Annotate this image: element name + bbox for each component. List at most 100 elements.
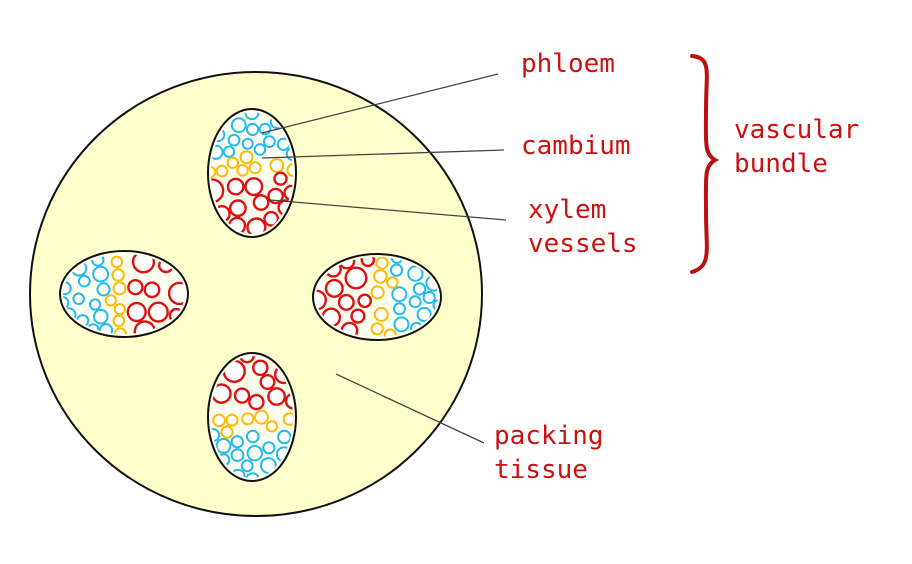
phloem-cell: [393, 316, 410, 333]
cambium-cell: [248, 161, 262, 175]
xylem-cell: [127, 279, 144, 296]
xylem-cell: [244, 177, 264, 197]
cambium-cell: [370, 285, 385, 300]
phloem-cell: [246, 445, 264, 462]
phloem-cell: [222, 145, 236, 158]
vascular-bundle-top: [207, 108, 297, 238]
phloem-cell: [227, 133, 241, 147]
phloem-cell: [241, 137, 254, 150]
phloem-cell: [260, 457, 277, 474]
xylem-cell: [344, 266, 368, 290]
xylem-cell: [263, 210, 280, 227]
cambium-cell: [375, 257, 389, 270]
phloem-cell: [263, 135, 276, 149]
cambium-cell: [220, 425, 234, 439]
cambium-cell: [241, 412, 255, 426]
vascular-bundle-bottom: [207, 352, 297, 482]
xylem-cell: [252, 194, 270, 211]
xylem-leader-line: [269, 199, 507, 221]
cambium-cell: [111, 268, 125, 282]
phloem-cell: [96, 282, 111, 297]
xylem-cell: [273, 171, 288, 186]
phloem-cell: [240, 459, 254, 473]
cambium-cell: [225, 413, 239, 427]
cambium-cell: [269, 158, 285, 173]
cambium-label: cambium: [521, 131, 631, 161]
phloem-cell: [215, 438, 232, 454]
cambium-cell: [373, 307, 389, 322]
phloem-leader-line: [261, 73, 499, 134]
stem-cross-section: [29, 71, 483, 517]
cambium-cell: [254, 409, 269, 425]
bundle-outline: [207, 108, 297, 238]
phloem-cell: [93, 308, 109, 325]
cambium-cell: [239, 150, 254, 165]
cambium-cell: [104, 294, 117, 307]
phloem-cell: [72, 292, 85, 306]
cambium-cell: [370, 322, 384, 336]
phloem-label: phloem: [521, 49, 615, 79]
xylem-cell: [147, 301, 169, 323]
phloem-cell: [408, 295, 422, 309]
xylem-cell: [251, 359, 269, 377]
xylem-cell: [360, 257, 376, 268]
cambium-cell: [226, 156, 240, 170]
phloem-cell: [245, 472, 260, 478]
packing-tissue-leader-line: [335, 373, 485, 444]
vascular-bundle-left: [59, 250, 189, 338]
xylem-cell: [284, 392, 293, 410]
cambium-cell: [112, 314, 126, 328]
xylem-label-line1: xylem: [528, 195, 606, 225]
cambium-leader-line: [261, 149, 505, 159]
phloem-cell: [389, 263, 404, 277]
phloem-cell: [230, 117, 247, 134]
phloem-cell: [253, 143, 267, 156]
phloem-cell: [77, 274, 91, 288]
packing-tissue-label-line2: tissue: [494, 455, 588, 485]
xylem-cell: [350, 308, 366, 324]
xylem-cell: [228, 199, 247, 218]
xylem-cell: [126, 301, 147, 323]
xylem-cell: [357, 293, 373, 309]
xylem-cell: [337, 293, 355, 311]
cambium-cell: [112, 281, 127, 296]
vascular-bundle-label-line1: vascular: [734, 115, 859, 145]
phloem-cell: [246, 122, 260, 136]
cambium-cell: [212, 413, 226, 428]
phloem-cell: [63, 296, 70, 310]
phloem-cell: [393, 302, 406, 316]
phloem-cell: [230, 435, 244, 449]
phloem-cell: [246, 429, 260, 444]
xylem-cell: [259, 374, 276, 391]
cambium-cell: [265, 420, 278, 433]
phloem-cell: [391, 286, 408, 303]
phloem-cell: [92, 265, 109, 283]
phloem-cell: [416, 306, 432, 323]
xylem-cell: [267, 387, 286, 406]
phloem-cell: [407, 265, 424, 282]
cambium-cell: [286, 163, 293, 177]
xylem-cell: [246, 217, 267, 234]
phloem-cell: [412, 282, 427, 296]
phloem-cell: [88, 298, 102, 311]
cambium-cell: [113, 303, 126, 316]
xylem-cell: [248, 393, 265, 411]
xylem-cell: [324, 278, 344, 298]
cambium-cell: [373, 269, 388, 284]
cambium-cell: [282, 412, 293, 426]
xylem-cell: [226, 177, 245, 196]
phloem-cell: [262, 441, 276, 455]
xylem-cell: [233, 387, 251, 404]
leader-lines: [261, 73, 507, 444]
bundle-outline: [59, 250, 189, 338]
packing-tissue-label-line1: packing: [494, 421, 604, 451]
cambium-cell: [211, 165, 217, 179]
cambium-cell: [236, 164, 249, 177]
cambium-cell: [383, 328, 397, 337]
xylem-cell: [143, 281, 161, 299]
bundle-outline: [312, 253, 442, 341]
vascular-bundle-brace: [690, 54, 720, 274]
phloem-cell: [277, 429, 292, 445]
cambium-cell: [110, 255, 124, 269]
